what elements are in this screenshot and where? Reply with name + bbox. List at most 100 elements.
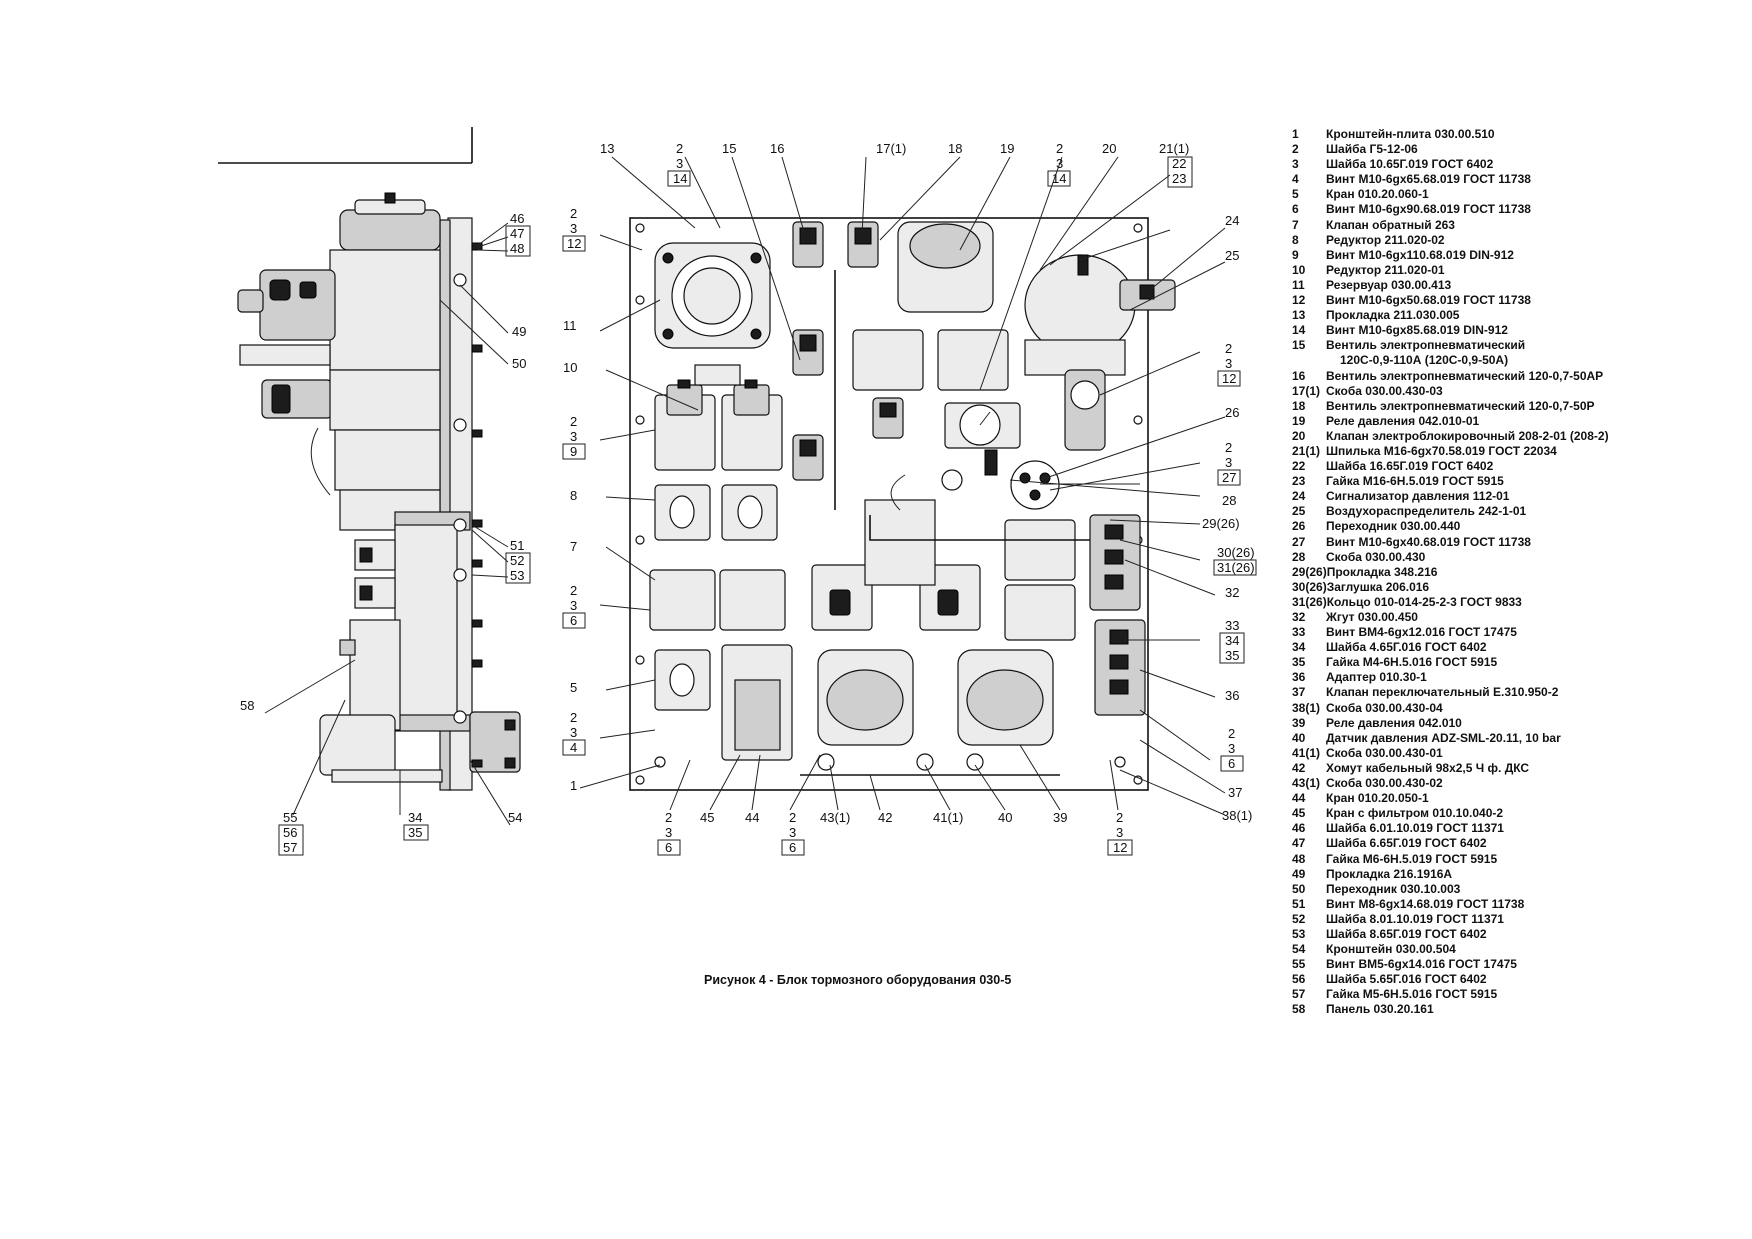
- part-name: Прокладка 348.216: [1326, 564, 1438, 579]
- callout: 12: [1222, 371, 1236, 386]
- parts-list-item: 34 Шайба 4.65Г.016 ГОСТ 6402: [1292, 640, 1732, 655]
- callout: 43(1): [820, 810, 850, 825]
- adapter-26: [1010, 460, 1060, 510]
- part-number: 6: [1292, 202, 1299, 217]
- callout: 16: [770, 141, 784, 156]
- part-name: Адаптер 010.30-1: [1326, 670, 1427, 685]
- part-name: Редуктор 211.020-01: [1326, 262, 1445, 277]
- part-name: Шайба 10.65Г.019 ГОСТ 6402: [1326, 157, 1494, 172]
- part-name: Прокладка 216.1916А: [1326, 866, 1453, 881]
- callout: 50: [512, 356, 526, 371]
- part-number: 34: [1292, 640, 1306, 655]
- callout: 4: [570, 740, 577, 755]
- part-name: Скоба 030.00.430-03: [1326, 383, 1443, 398]
- part-number: 33: [1292, 625, 1306, 640]
- part-number: 25: [1292, 504, 1306, 519]
- part-number: 45: [1292, 806, 1306, 821]
- callout: 3: [1225, 455, 1232, 470]
- callout: 2: [1056, 141, 1063, 156]
- part-name: Шайба 4.65Г.016 ГОСТ 6402: [1326, 640, 1487, 655]
- part-number: 19: [1292, 413, 1306, 428]
- part-number: 54: [1292, 942, 1306, 957]
- part-name: Вентиль электропневматический 120-0,7-50…: [1326, 398, 1595, 413]
- part-number: 41(1): [1292, 745, 1321, 760]
- part-name: Винт ВМ5-6gx14.016 ГОСТ 17475: [1326, 957, 1517, 972]
- part-name: Винт М10-6gx65.68.019 ГОСТ 11738: [1326, 172, 1531, 187]
- callout: 3: [676, 156, 683, 171]
- part-number: 38(1): [1292, 700, 1321, 715]
- callout: 49: [512, 324, 526, 339]
- callout: 11: [563, 318, 577, 333]
- title-frame-corner: [218, 127, 473, 164]
- callout: 13: [600, 141, 614, 156]
- callout: 10: [563, 360, 577, 375]
- part-name: Сигнализатор давления 112-01: [1326, 489, 1510, 504]
- callout: 26: [1225, 405, 1239, 420]
- callout: 37: [1228, 785, 1242, 800]
- part-name: Шайба 6.01.10.019 ГОСТ 11371: [1326, 821, 1504, 836]
- front-view: [629, 217, 1176, 791]
- part-number: 55: [1292, 957, 1306, 972]
- callout: 2: [1225, 341, 1232, 356]
- callout: 20: [1102, 141, 1116, 156]
- callout: 28: [1222, 493, 1236, 508]
- check-valve-7: [649, 569, 716, 631]
- part-number: 47: [1292, 836, 1306, 851]
- side-panel: [349, 619, 401, 731]
- part-name: Редуктор 211.020-02: [1326, 232, 1445, 247]
- part-number: 30(26): [1292, 579, 1327, 594]
- callout: 2: [570, 414, 577, 429]
- part-number: 58: [1292, 1002, 1306, 1017]
- part-name: Кран с фильтром 010.10.040-2: [1326, 806, 1504, 821]
- callout: 5: [570, 680, 577, 695]
- part-number: 31(26): [1292, 594, 1327, 609]
- part-name: Винт М8-6gx14.68.019 ГОСТ 11738: [1326, 896, 1525, 911]
- callout: 55: [283, 810, 297, 825]
- callout: 29(26): [1202, 516, 1240, 531]
- part-number: 29(26): [1292, 564, 1327, 579]
- callout: 33: [1225, 618, 1239, 633]
- callout: 58: [240, 698, 254, 713]
- callout: 38(1): [1222, 808, 1252, 823]
- part-number: 52: [1292, 911, 1306, 926]
- callout: 34: [1225, 633, 1239, 648]
- callout: 2: [570, 710, 577, 725]
- part-number: 17(1): [1292, 383, 1321, 398]
- part-name: Винт ВМ4-6gx12.016 ГОСТ 17475: [1326, 625, 1517, 640]
- part-name: Гайка М6-6Н.5.019 ГОСТ 5915: [1326, 851, 1498, 866]
- leader-lines: [579, 156, 1226, 816]
- part-number: 3: [1292, 157, 1299, 172]
- callout: 57: [283, 840, 297, 855]
- callout: 6: [570, 613, 577, 628]
- callout: 3: [570, 725, 577, 740]
- part-name: Скоба 030.00.430: [1326, 549, 1426, 564]
- part-name: Вентиль электропневматический 120-0,7-50…: [1326, 368, 1604, 383]
- callout: 6: [665, 840, 672, 855]
- callout: 14: [1052, 171, 1066, 186]
- part-number: 5: [1292, 187, 1299, 202]
- part-name: Прокладка 211.030.005: [1326, 308, 1460, 323]
- part-name: Шайба Г5-12-06: [1326, 142, 1418, 157]
- part-number: 46: [1292, 821, 1306, 836]
- part-name: Кольцо 010-014-25-2-3 ГОСТ 9833: [1326, 594, 1522, 609]
- mounting-plate-1: [629, 217, 1149, 791]
- callout: 6: [789, 840, 796, 855]
- callout: 39: [1053, 810, 1067, 825]
- callout: 3: [570, 429, 577, 444]
